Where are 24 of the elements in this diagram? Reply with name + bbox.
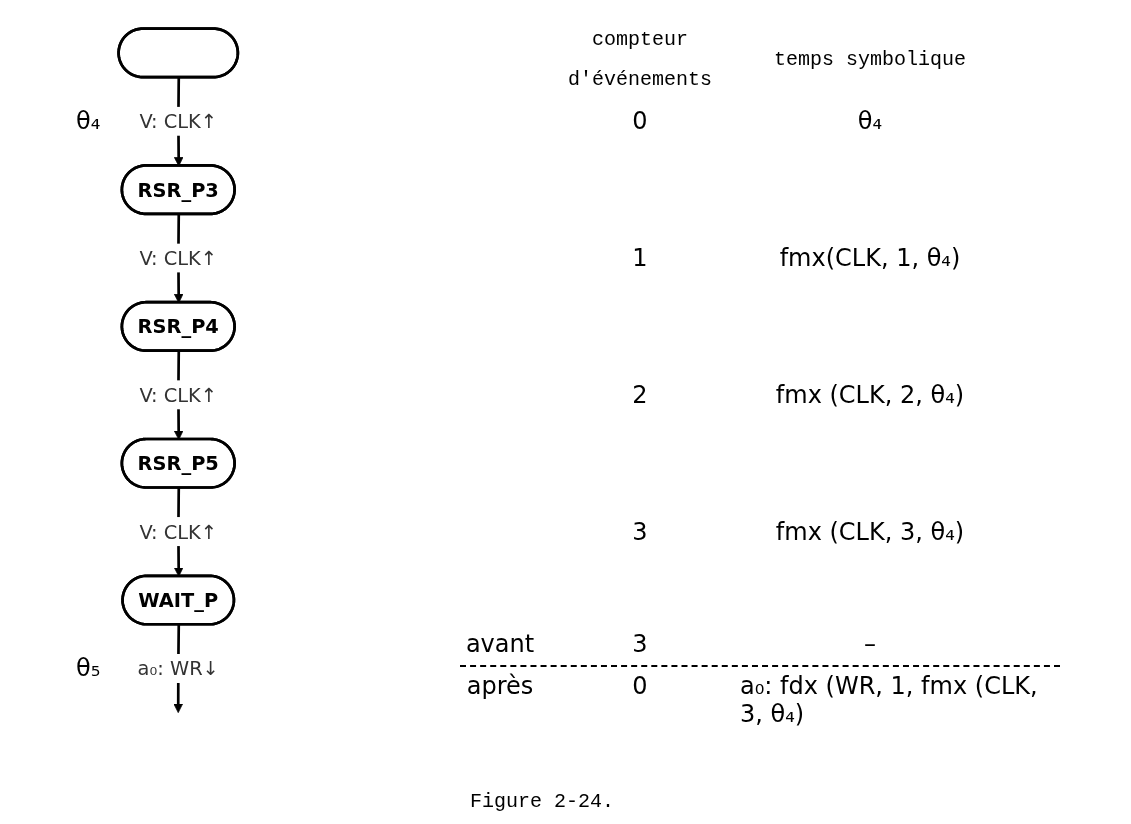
edge-label: V: CLK↑ (139, 109, 218, 133)
figure-caption: Figure 2-24. (470, 790, 615, 813)
table-value: fmx(CLK, 1, θ₄) (779, 244, 961, 273)
column-header: temps symbolique (773, 47, 967, 73)
edge-label: V: CLK↑ (139, 520, 218, 543)
edge-label: a₀: WR↓ (137, 657, 219, 680)
table-value: 3 (632, 517, 648, 546)
edge-label: V: CLK↑ (139, 383, 218, 407)
column-header: compteur d'événements (567, 27, 713, 93)
table-value: θ₄ (857, 107, 883, 136)
edge-label: V: CLK↑ (139, 246, 218, 270)
table-value: 3 (632, 630, 648, 659)
table-value: avant (465, 630, 535, 659)
time-label: θ₅ (76, 654, 101, 683)
table-value: a₀: fdx (WR, 1, fmx (CLK, 3, θ₄) (740, 672, 1039, 729)
table-value: 0 (632, 672, 648, 701)
table-value: après (466, 672, 534, 701)
table-value: fmx (CLK, 2, θ₄) (775, 380, 965, 409)
table-value: fmx (CLK, 3, θ₄) (775, 517, 965, 546)
table-value: 2 (632, 380, 648, 409)
table-value: 0 (632, 107, 648, 136)
time-label: θ₄ (76, 107, 101, 136)
table-value: – (864, 630, 876, 659)
table-value: 1 (632, 244, 648, 273)
